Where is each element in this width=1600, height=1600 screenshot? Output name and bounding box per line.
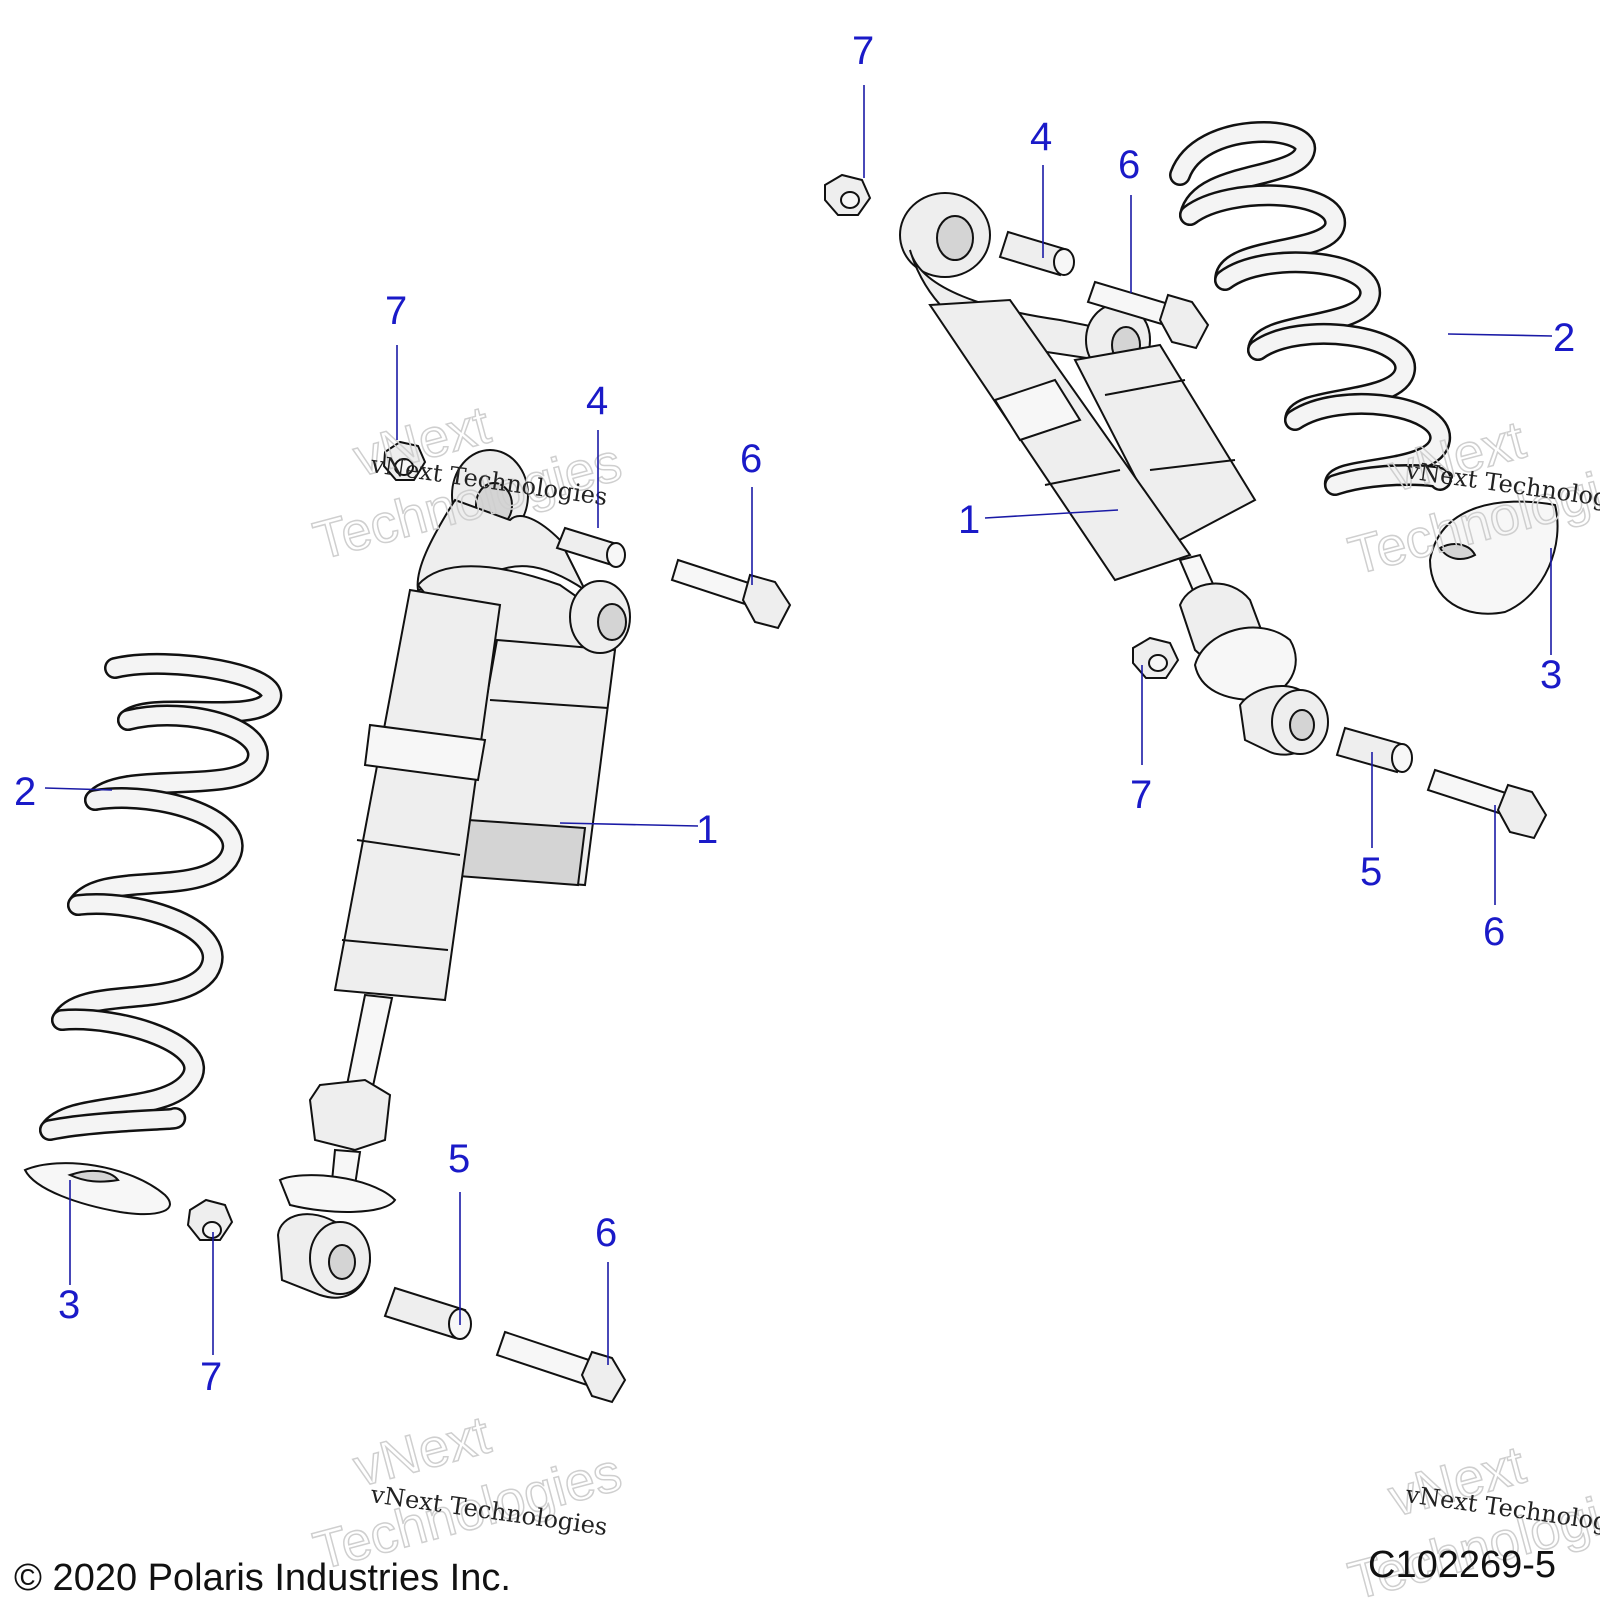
right-sleeve-top [998,230,1075,277]
callout-right-bolt-top: 6 [1118,143,1140,187]
leader-line [1447,333,1553,337]
leader-line [44,787,113,791]
callout-right-shock: 1 [958,498,980,542]
callouts-left: 7 4 6 1 2 3 7 5 6 [14,289,762,1399]
callout-right-spring: 2 [1553,316,1575,360]
left-spring [39,652,282,1141]
right-retainer [1428,500,1559,615]
figure-id: C102269-5 [1368,1544,1556,1586]
callout-right-bolt-bottom: 6 [1483,910,1505,954]
right-nut-bottom [1132,636,1180,679]
right-shock [899,192,1329,756]
callout-right-nut-bottom: 7 [1130,773,1152,817]
right-spring [1169,121,1452,496]
left-sleeve-bottom [383,1286,472,1340]
callout-right-sleeve-bottom: 5 [1360,850,1382,894]
callout-left-sleeve-bottom: 5 [448,1137,470,1181]
callout-left-nut-top: 7 [385,289,407,333]
left-nut-top [382,440,427,481]
callout-right-nut-top: 7 [852,29,874,73]
callout-left-sleeve-top: 4 [586,379,608,423]
leader-line [559,822,699,827]
right-bolt-bottom [1426,768,1548,840]
left-sleeve-top [555,526,626,568]
right-bolt-top [1086,280,1210,350]
callouts-right: 7 4 6 2 1 3 7 5 6 [852,29,1575,954]
watermark-left-bottom-big: vNext Technologies [307,1404,629,1582]
callout-left-retainer: 3 [58,1283,80,1327]
callout-left-bolt-top: 6 [740,437,762,481]
right-nut-top [824,173,872,216]
leader-line [984,509,1119,519]
callout-right-retainer: 3 [1540,653,1562,697]
left-nut-bottom [186,1198,234,1241]
callout-left-nut-bottom: 7 [200,1355,222,1399]
callout-left-bolt-bottom: 6 [595,1211,617,1255]
right-sleeve-bottom [1335,726,1413,774]
left-retainer [23,1162,171,1215]
callout-left-spring: 2 [14,770,36,814]
left-bolt-top [670,558,792,630]
left-bolt-bottom [495,1330,627,1404]
copyright-notice: © 2020 Polaris Industries Inc. [14,1557,511,1599]
callout-right-sleeve-top: 4 [1030,115,1052,159]
callout-left-shock: 1 [696,808,718,852]
